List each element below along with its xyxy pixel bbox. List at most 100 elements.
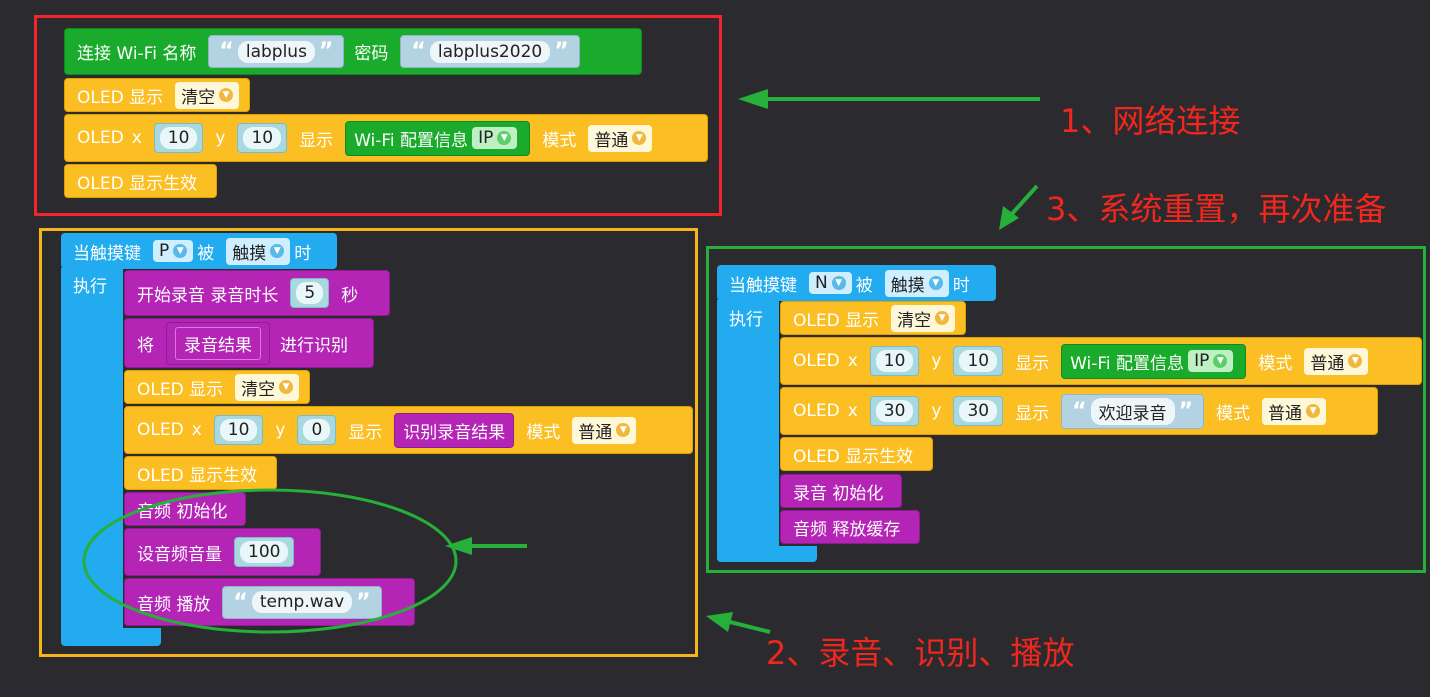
recognize-prefix: 将 [137,335,154,356]
start-record-label: 开始录音 录音时长 [137,285,279,306]
mode-dropdown-4[interactable]: 普通▼ [1262,397,1327,425]
oled-clear-block-2[interactable]: OLED 显示 清空▼ [124,370,310,404]
arrow-4-head [445,537,472,555]
note-reset: 3、系统重置，再次准备 [1046,190,1387,228]
arrow-3-head [999,206,1019,230]
x-input-2[interactable]: 10 [213,415,264,445]
mode-dropdown-2[interactable]: 普通▼ [572,416,637,444]
password-label: 密码 [354,44,389,64]
mode-label-2: 模式 [526,422,561,443]
note-network: 1、网络连接 [1060,102,1241,140]
exec-label: 执行 [73,277,107,297]
x-label-3: x [847,351,858,371]
touch-by-label-2: 被 [855,275,873,296]
arrow-2-head [706,612,733,632]
touch-key-label-2: 当触摸键 [729,275,797,296]
reset-event-side [717,300,779,562]
x-input-4[interactable]: 30 [869,396,920,426]
network-frame [34,15,722,216]
y-input[interactable]: 10 [237,123,288,153]
show-label-4: 显示 [1015,403,1050,424]
oled-clear-block[interactable]: OLED 显示 清空▼ [64,78,250,112]
duration-input[interactable]: 5 [290,278,330,308]
touch-by-label: 被 [197,243,215,264]
set-volume-label: 设音频音量 [137,544,222,565]
touch-key-dropdown[interactable]: P▼ [153,240,194,262]
oled-label-2: OLED [137,420,184,440]
oled-apply-block-2[interactable]: OLED 显示生效 [124,456,277,490]
record-init-label: 录音 初始化 [793,483,884,504]
arrow-3 [1008,184,1039,218]
mode-dropdown[interactable]: 普通▼ [588,124,653,152]
touch-event-dropdown-2[interactable]: 触摸▼ [884,269,949,297]
seconds-label: 秒 [341,285,359,306]
touch-key-label: 当触摸键 [73,243,141,264]
wifi-info-dropdown-2[interactable]: IP▼ [1188,350,1234,372]
audio-play-block[interactable]: 音频 播放 “temp.wav” [124,578,415,626]
x-input-3[interactable]: 10 [869,346,920,376]
oled-apply-label-3: OLED 显示生效 [793,446,914,467]
touch-event-dropdown[interactable]: 触摸▼ [226,237,291,265]
mode-label: 模式 [542,130,577,151]
audio-free-block[interactable]: 音频 释放缓存 [780,510,920,544]
x-input[interactable]: 10 [153,123,204,153]
reset-frame [706,246,1426,573]
show-label: 显示 [299,130,334,151]
file-input[interactable]: “temp.wav” [222,585,382,619]
oled-clear-dropdown[interactable]: 清空▼ [175,81,240,109]
touch-key-dropdown-2[interactable]: N▼ [809,272,852,294]
y-label-3: y [931,351,942,371]
oled-show-result-block[interactable]: OLED x 10 y 0 显示 识别录音结果 模式 普通▼ [124,406,693,454]
record-frame [39,228,698,657]
wifi-info-dropdown[interactable]: IP▼ [472,127,518,149]
touch-when-label: 时 [294,243,312,264]
wifi-connect-block[interactable]: 连接 Wi-Fi 名称 “labplus” 密码 “labplus2020” [64,28,642,75]
y-input-4[interactable]: 30 [953,396,1004,426]
password-input[interactable]: “labplus2020” [400,35,580,68]
y-label-2: y [275,420,286,440]
set-volume-block[interactable]: 设音频音量 100 [124,528,321,576]
touch-when-label-2: 时 [952,275,970,296]
reset-event-foot [717,546,817,562]
oled-apply-block[interactable]: OLED 显示生效 [64,164,217,198]
y-input-3[interactable]: 10 [953,346,1004,376]
oled-clear-dropdown-3[interactable]: 清空▼ [891,304,956,332]
oled-clear-dropdown-2[interactable]: 清空▼ [235,373,300,401]
ssid-input[interactable]: “labplus” [208,35,345,68]
record-init-block[interactable]: 录音 初始化 [780,474,902,508]
start-record-block[interactable]: 开始录音 录音时长 5 秒 [124,270,390,316]
oled-clear-label-2: OLED 显示 [137,379,224,400]
oled-show-text-block[interactable]: OLED x 30 y 30 显示 “欢迎录音” 模式 普通▼ [780,387,1378,435]
highlight-ellipse [82,488,458,634]
welcome-text-input[interactable]: “欢迎录音” [1061,393,1205,429]
x-label-4: x [847,401,858,421]
oled-clear-label: OLED 显示 [77,87,164,108]
show-label-3: 显示 [1015,353,1050,374]
volume-input[interactable]: 100 [234,537,295,567]
recognize-block[interactable]: 将 录音结果 进行识别 [124,318,374,368]
recognize-result-block[interactable]: 识别录音结果 [394,412,515,448]
oled-apply-block-3[interactable]: OLED 显示生效 [780,437,933,471]
touch-n-event-block[interactable]: 当触摸键 N▼ 被 触摸▼ 时 [717,265,996,301]
audio-free-label: 音频 释放缓存 [793,519,901,540]
oled-apply-label: OLED 显示生效 [77,173,198,194]
oled-label-3: OLED [793,351,840,371]
mode-dropdown-3[interactable]: 普通▼ [1304,347,1369,375]
mode-label-3: 模式 [1258,353,1293,374]
oled-clear-block-3[interactable]: OLED 显示 清空▼ [780,301,966,335]
record-result-var[interactable]: 录音结果 [166,321,270,365]
wifi-connect-label: 连接 Wi-Fi 名称 [77,44,197,64]
arrow-1-head [738,89,768,109]
y-input-2[interactable]: 0 [297,415,337,445]
record-event-foot [61,628,161,646]
note-record: 2、录音、识别、播放 [766,634,1075,672]
oled-label-4: OLED [793,401,840,421]
audio-play-label: 音频 播放 [137,594,211,615]
touch-p-event-block[interactable]: 当触摸键 P▼ 被 触摸▼ 时 [61,233,337,269]
x-label: x [131,128,142,148]
